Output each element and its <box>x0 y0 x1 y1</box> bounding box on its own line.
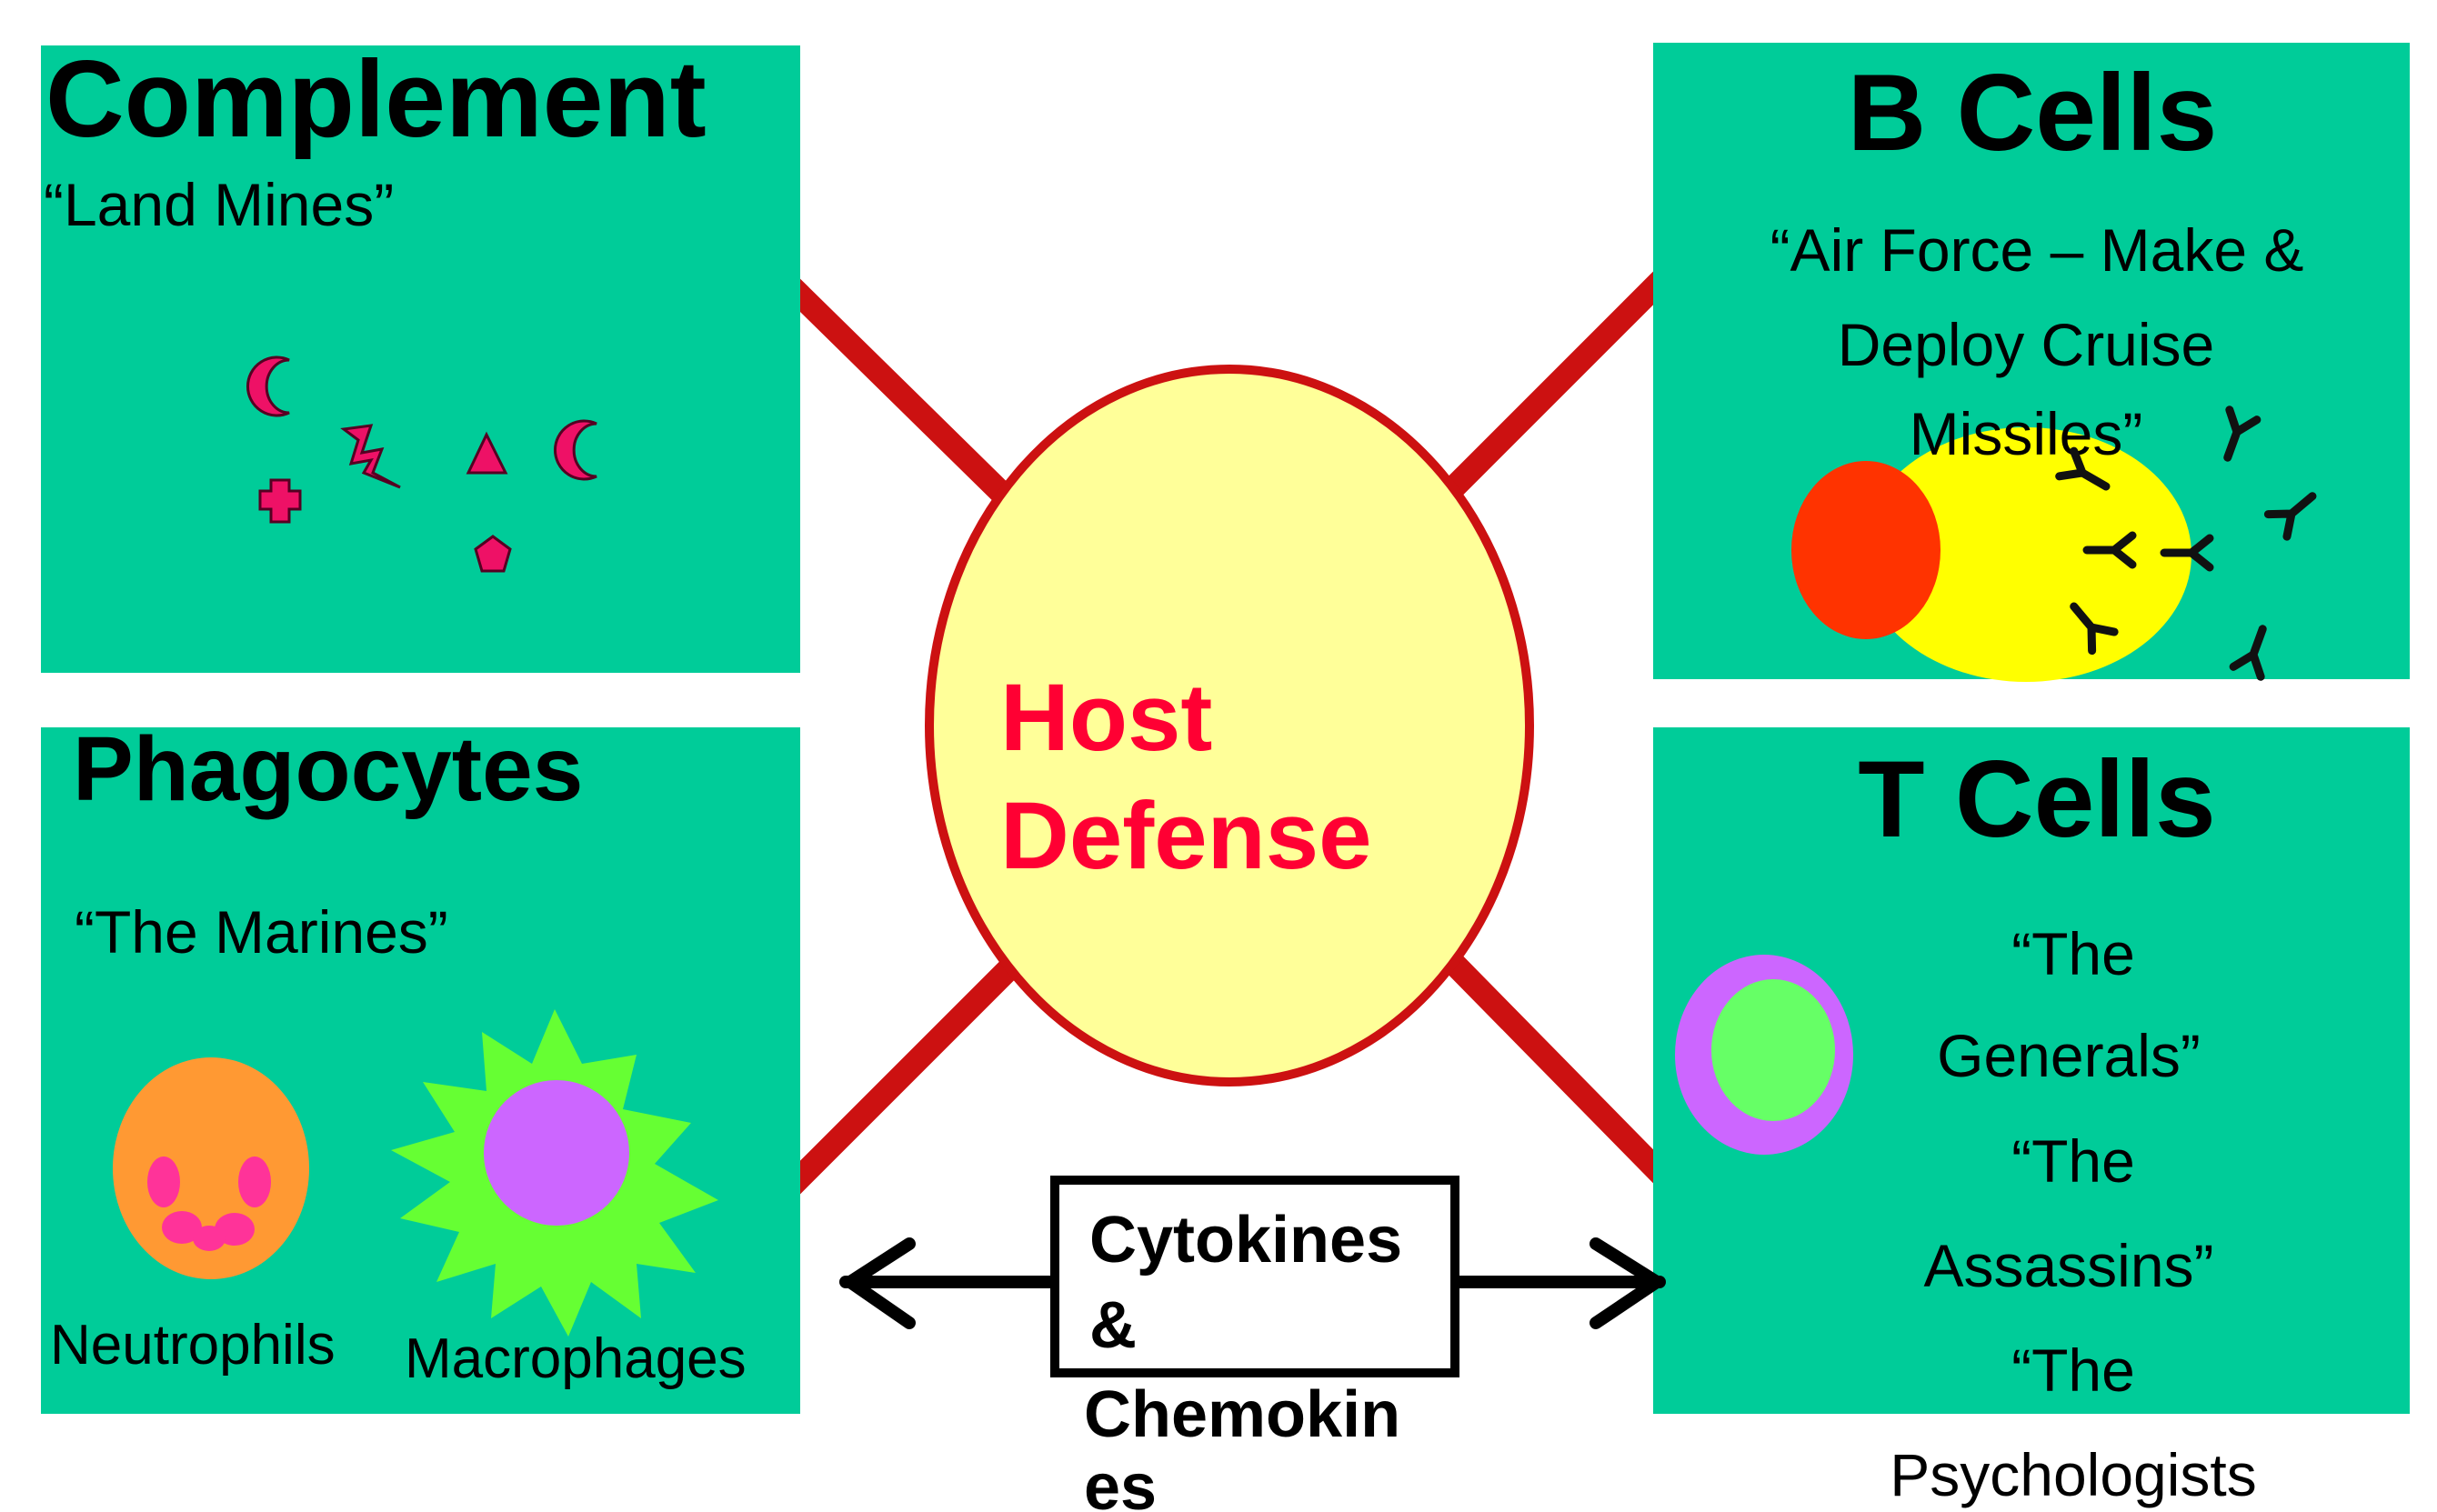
bcell-body <box>1860 427 2191 682</box>
cross-icon <box>258 478 302 524</box>
lightning-bolt-icon <box>340 424 401 489</box>
bcells-subtitle-line-3: Missiles” <box>1910 400 2143 467</box>
phagocytes-title: Phagocytes <box>73 718 583 820</box>
bcells-subtitle-line-2: Deploy Cruise <box>1838 311 2215 378</box>
complement-panel <box>41 45 800 673</box>
antibodies <box>2055 406 2317 681</box>
neutrophils-label: Neutrophils <box>50 1314 336 1377</box>
cytokines-line-4: es <box>1084 1451 1157 1512</box>
tcell-inner <box>1711 979 1835 1121</box>
tcells-line-3: “The <box>2011 1127 2135 1195</box>
neutrophil-body <box>113 1057 309 1279</box>
cytokines-line-3: Chemokin <box>1084 1378 1400 1451</box>
neutrophil-nucleus <box>147 1157 271 1251</box>
bcell-nucleus <box>1791 461 1941 639</box>
cytokines-line-1: Cytokines <box>1089 1204 1402 1277</box>
crescent-icon <box>553 419 597 481</box>
antibody-icon <box>2070 602 2119 656</box>
triangle-icon <box>466 431 508 475</box>
crescent-icon <box>246 355 290 417</box>
complement-subtitle: “Land Mines” <box>44 171 394 238</box>
antibody-icon <box>2223 406 2261 462</box>
cytokines-box <box>1050 1176 1459 1377</box>
cytokine-arrows <box>839 1237 1666 1329</box>
host-defense-line-1: Host <box>1000 665 1212 771</box>
tcells-title: T Cells <box>1858 738 2215 860</box>
host-defense-line-2: Defense <box>1000 783 1372 889</box>
cytokines-line-2: & <box>1089 1289 1137 1362</box>
arrow-left-head-icon <box>844 1237 916 1329</box>
phagocytes-panel <box>41 727 800 1414</box>
macrophages-label: Macrophages <box>405 1327 747 1390</box>
bcells-subtitle-line-1: “Air Force – Make & <box>1770 216 2304 284</box>
tcells-line-1: “The <box>2011 920 2135 987</box>
tcells-line-6: Psychologists <box>1890 1441 2257 1508</box>
macrophage-nucleus <box>484 1080 629 1226</box>
tcells-line-4: Assassins” <box>1923 1232 2213 1299</box>
antibody-icon <box>2229 625 2267 681</box>
tcells-line-5: “The <box>2011 1337 2135 1404</box>
antibody-icon <box>2263 492 2317 541</box>
complement-title: Complement <box>45 38 707 160</box>
antibody-icon <box>2160 534 2214 572</box>
phagocytes-subtitle: “The Marines” <box>75 898 448 966</box>
tcells-line-2: Generals” <box>1937 1022 2201 1089</box>
host-defense-ellipse <box>925 365 1534 1086</box>
pentagon-icon <box>474 535 512 573</box>
connector-line-phagocytes <box>782 923 1055 1196</box>
antibody-icon <box>2055 446 2111 491</box>
arrow-right-head-icon <box>1590 1237 1663 1329</box>
complement-shapes <box>246 355 597 573</box>
bcells-title: B Cells <box>1848 52 2218 174</box>
antibody-icon <box>2082 531 2137 569</box>
